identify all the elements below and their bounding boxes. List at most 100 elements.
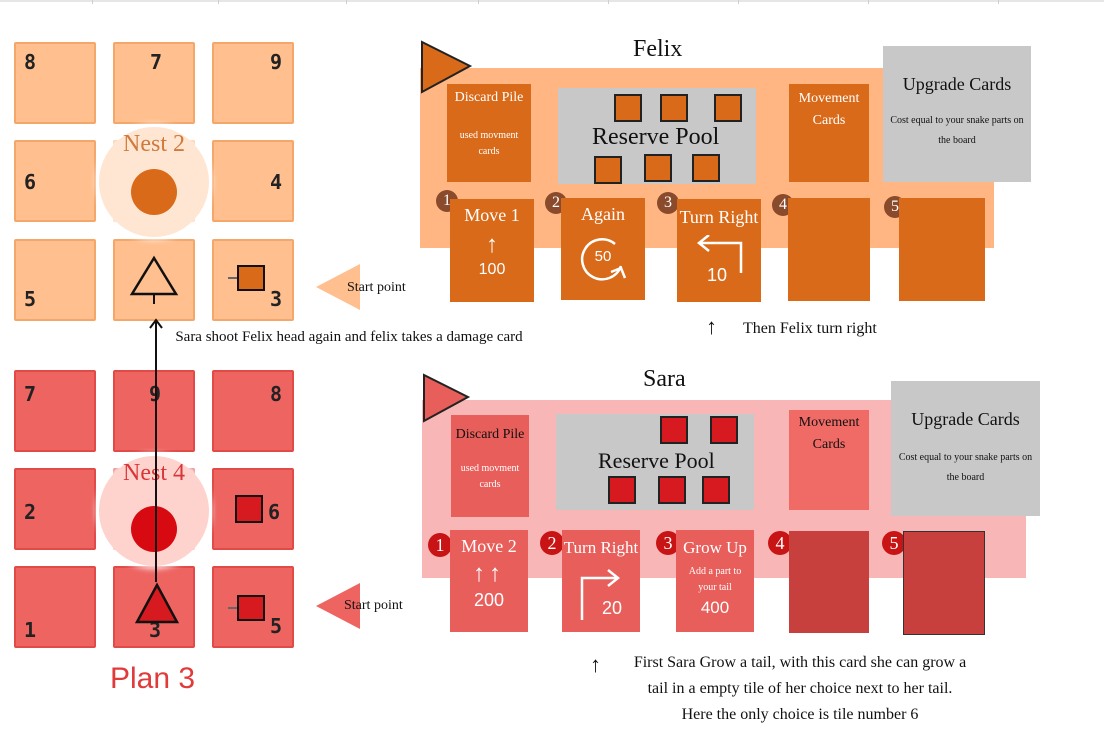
upgrade-title: Upgrade Cards [902, 74, 1012, 94]
card-effect: Add a part to your tail [688, 566, 742, 593]
ruler-tick [608, 0, 609, 4]
ruler-tick [92, 0, 93, 4]
nest-egg [131, 506, 177, 552]
upgrade-subtitle: Cost equal to your snake parts on the bo… [890, 115, 1024, 146]
board-tile[interactable]: 8 [212, 370, 294, 452]
slot-number: 1 [428, 533, 452, 557]
felix-upgrade-deck[interactable]: Upgrade Cards Cost equal to your snake p… [883, 46, 1031, 182]
nest-egg [131, 169, 177, 215]
reserve-title: Reserve Pool [598, 448, 715, 473]
tile-number: 6 [24, 170, 37, 194]
tile-number: 5 [24, 287, 37, 311]
ruler-tick [346, 0, 347, 4]
reserve-token [614, 94, 642, 122]
program-card-slot[interactable] [899, 198, 985, 301]
reserve-token [702, 476, 730, 504]
card-value: 20 [601, 598, 623, 618]
card-value: 100 [478, 261, 506, 278]
tile-number: 7 [150, 50, 163, 74]
note-line: tail in a empty tile of her choice next … [647, 680, 953, 697]
discard-title: Discard Pile [455, 427, 525, 442]
felix-movement-deck[interactable]: Movement Cards [789, 84, 869, 182]
tile-number: 3 [270, 287, 283, 311]
discard-title: Discard Pile [454, 90, 524, 105]
tile-number: 8 [270, 382, 283, 406]
tile-number: 6 [268, 500, 281, 524]
card-title: Turn Right [679, 207, 759, 227]
nest-label: Nest 2 [123, 131, 185, 157]
board-tile[interactable]: 6 [212, 468, 294, 550]
slot-number: 3 [657, 192, 679, 214]
upgrade-title: Upgrade Cards [911, 409, 1020, 429]
board-tile[interactable]: 9 [212, 42, 294, 124]
board-tile[interactable]: 8 [14, 42, 96, 124]
tile-number: 7 [24, 382, 37, 406]
movement-title: Movement Cards [798, 415, 860, 452]
card-title: Turn Right [563, 538, 639, 557]
tile-number: 5 [270, 614, 283, 638]
sara-tail-icon [228, 595, 265, 621]
note-line: Here the only choice is tile number 6 [681, 706, 919, 723]
program-card[interactable]: Turn Right 20 [562, 530, 640, 632]
program-card-slot[interactable] [789, 531, 869, 633]
movement-title: Movement Cards [798, 91, 860, 128]
ruler-tick [738, 0, 739, 4]
double-up-arrow-icon: ↑↑ [473, 561, 505, 587]
program-card[interactable]: Move 1 ↑ 100 [450, 199, 534, 302]
board-tile[interactable]: 6 [14, 140, 96, 222]
sara-grown-tail-icon [235, 495, 263, 523]
turn-right-icon [580, 569, 621, 620]
board-tile[interactable] [113, 239, 195, 321]
sara-upgrade-deck[interactable]: Upgrade Cards Cost equal to your snake p… [891, 381, 1040, 516]
tile-number: 4 [270, 170, 283, 194]
sara-reserve-pool[interactable]: Reserve Pool [556, 414, 754, 510]
reserve-token [660, 416, 688, 444]
tile-number: 9 [270, 50, 283, 74]
note-arrow-icon: ↑ [590, 652, 601, 677]
sara-head-icon [134, 582, 180, 624]
board-tile[interactable]: 1 [14, 566, 96, 648]
plan-label: Plan 3 [110, 662, 196, 695]
tile-number: 1 [24, 618, 37, 642]
card-title: Again [581, 204, 625, 224]
ruler-tick [478, 0, 479, 4]
program-card[interactable]: Again 50 [561, 198, 645, 300]
ruler-tick [998, 0, 999, 4]
board-tile[interactable]: 4 [212, 140, 294, 222]
reserve-token [714, 94, 742, 122]
nest-marker: Nest 2 [99, 127, 209, 237]
felix-name: Felix [633, 36, 683, 62]
sara-discard-pile[interactable]: Discard Pile used movment cards [451, 415, 529, 517]
board-tile[interactable]: 7 [113, 42, 195, 124]
reserve-token [594, 156, 622, 184]
program-card[interactable]: Turn Right 10 [677, 199, 761, 302]
program-card-slot[interactable] [788, 198, 870, 301]
sara-name: Sara [643, 366, 686, 392]
board-tile[interactable]: 9 [113, 370, 195, 452]
upgrade-subtitle: Cost equal to your snake parts on the bo… [898, 452, 1033, 483]
board-tile[interactable]: 7 [14, 370, 96, 452]
felix-note: Then Felix turn right [743, 320, 877, 337]
tile-number: 2 [24, 500, 37, 524]
ruler-tick [218, 0, 219, 4]
card-value: 50 [594, 248, 612, 265]
slot-number: 2 [540, 531, 564, 555]
sara-movement-deck[interactable]: Movement Cards [789, 410, 869, 510]
board-tile[interactable]: 2 [14, 468, 96, 550]
top-divider [0, 0, 1104, 2]
board-tile[interactable]: 5 [14, 239, 96, 321]
felix-reserve-pool[interactable]: Reserve Pool [558, 88, 756, 184]
nest-marker: Nest 4 [99, 456, 209, 566]
program-card[interactable]: Move 2 ↑↑ 200 [450, 530, 528, 632]
reserve-token [660, 94, 688, 122]
start-point-arrow-icon [316, 264, 360, 310]
program-card-slot[interactable] [903, 531, 985, 635]
card-title: Grow Up [683, 538, 747, 557]
felix-player-flag-icon [421, 40, 473, 94]
felix-tail-icon [228, 265, 265, 291]
program-card[interactable]: Grow Up Add a part to your tail 400 [676, 530, 754, 632]
note-arrow-icon: ↑ [706, 314, 717, 339]
tile-number: 8 [24, 50, 37, 74]
reserve-token [692, 154, 720, 182]
felix-discard-pile[interactable]: Discard Pile used movment cards [447, 84, 531, 182]
